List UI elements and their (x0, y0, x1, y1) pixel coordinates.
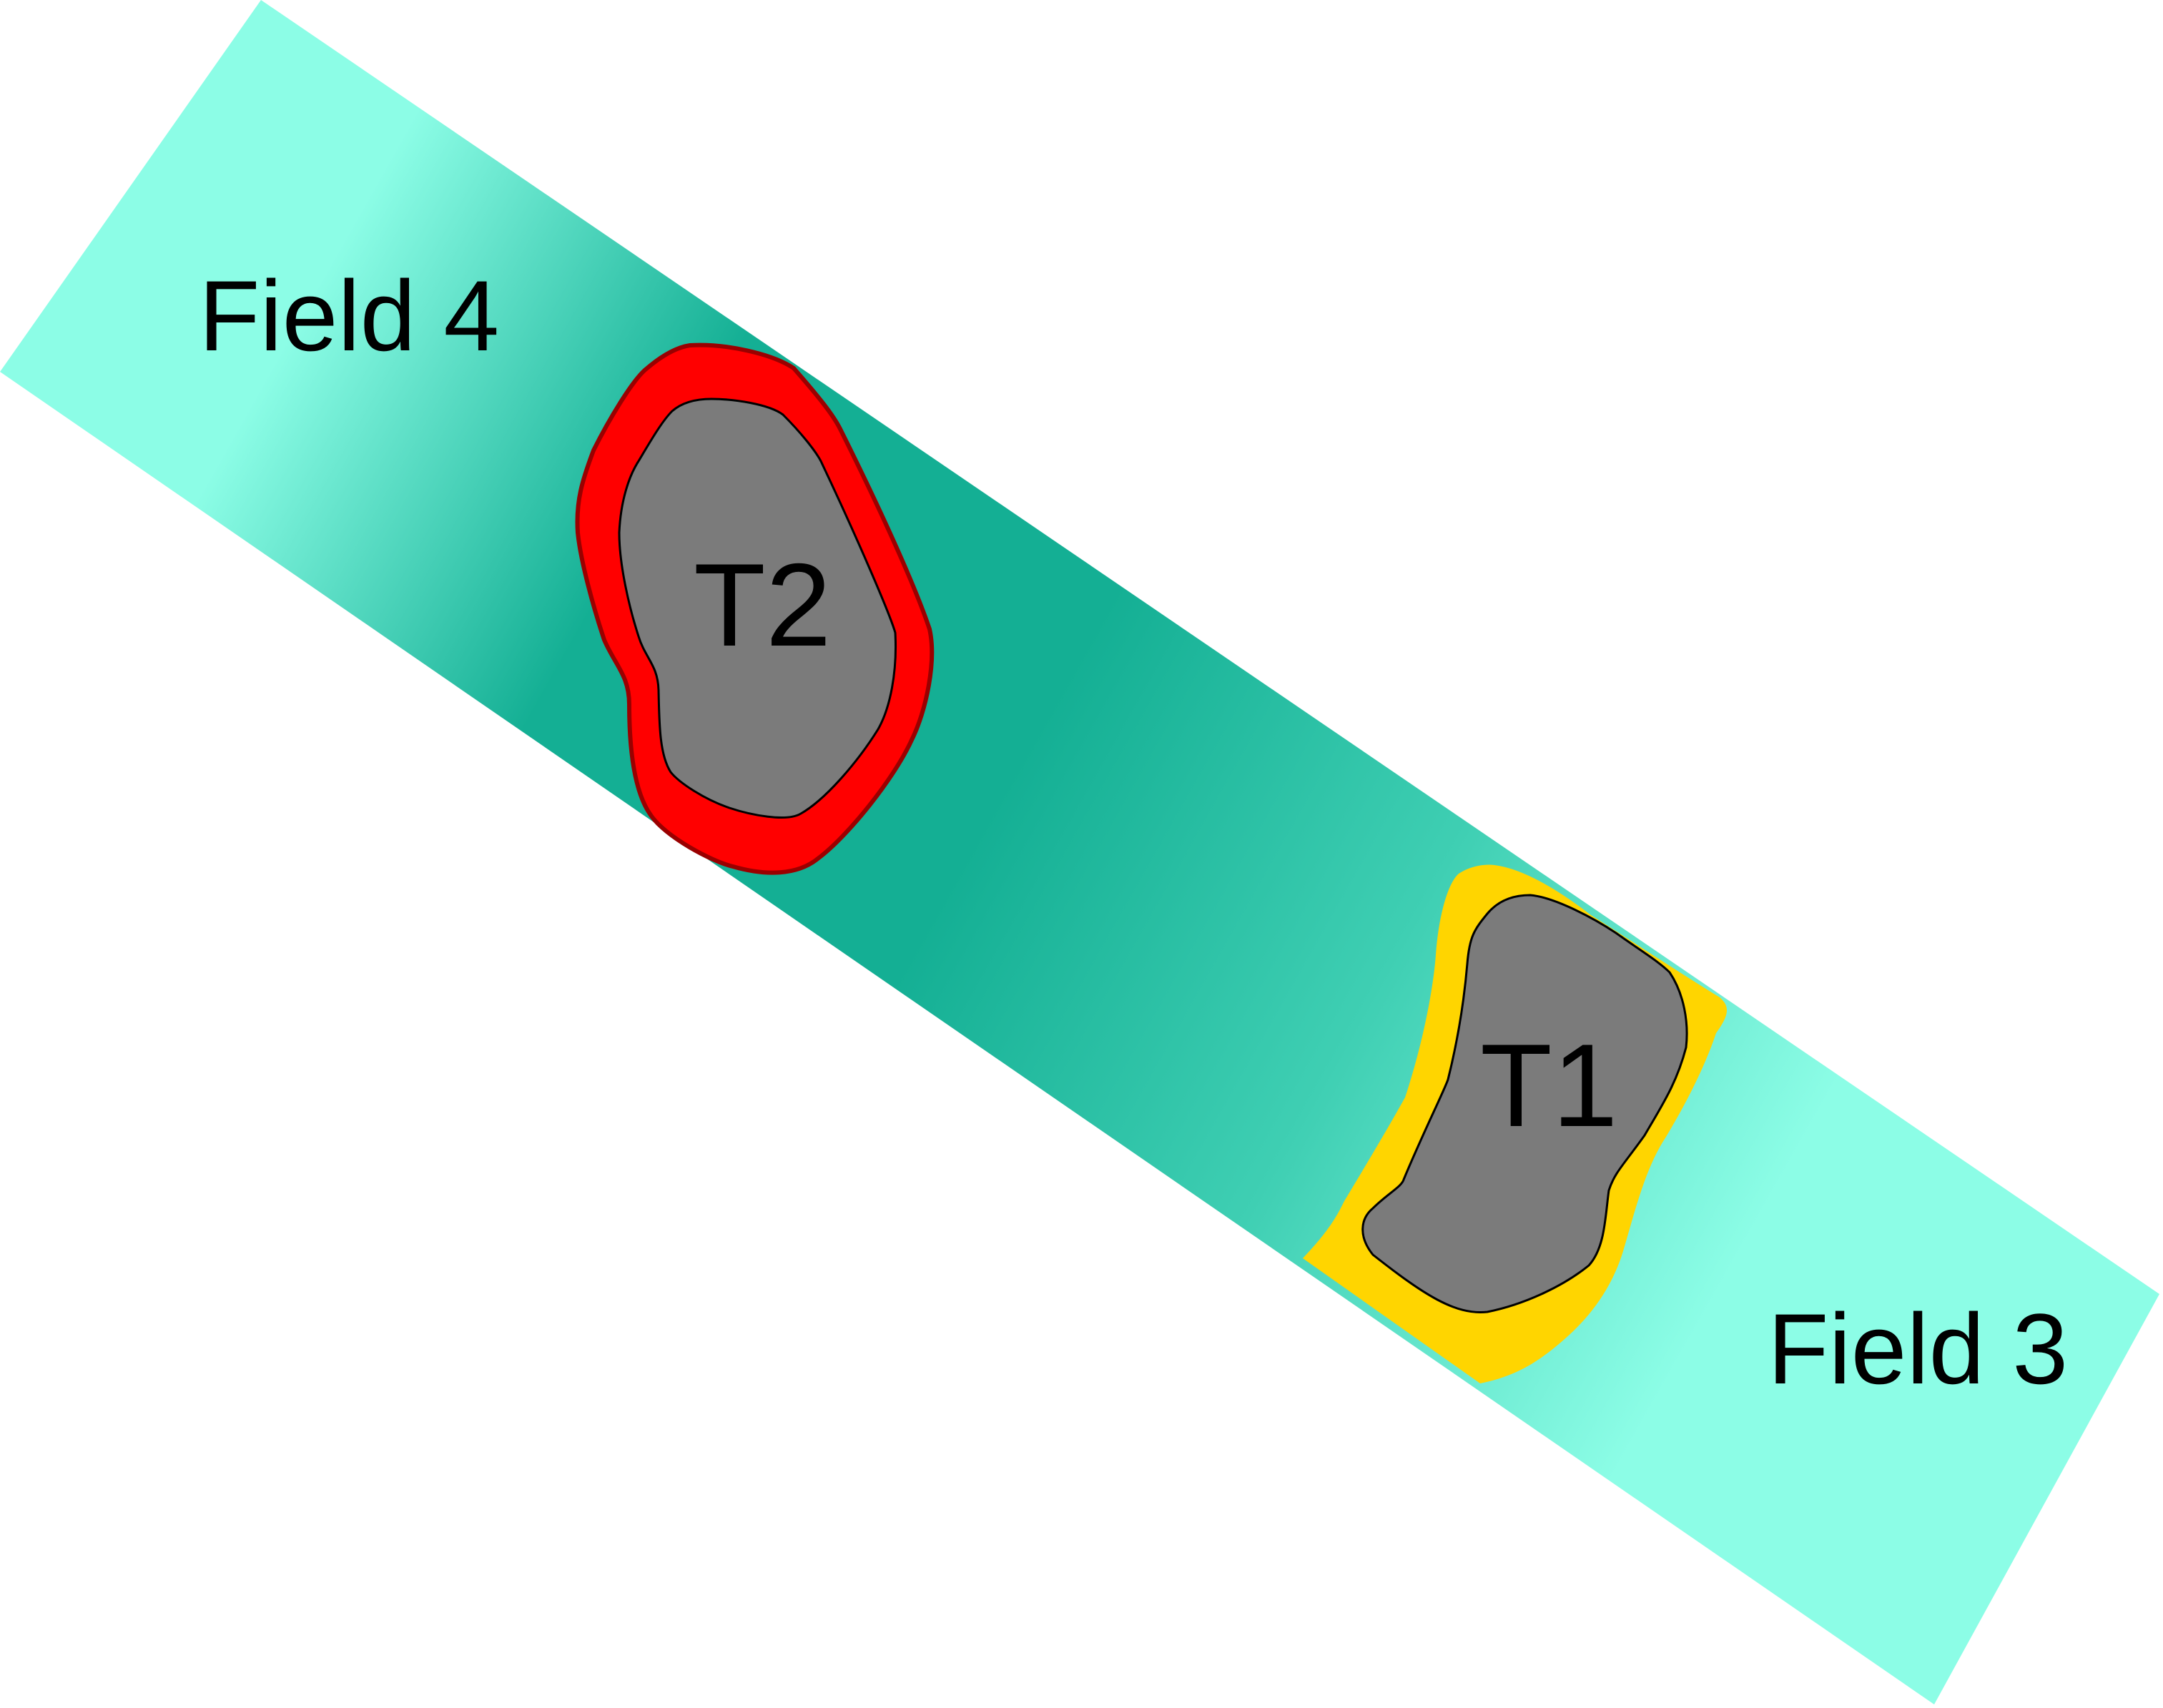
field-4-label: Field 4 (199, 260, 499, 372)
field-3-label: Field 3 (1768, 1293, 2068, 1405)
t1-label: T1 (1480, 1020, 1618, 1151)
t2-tumor (618, 398, 897, 819)
t1-tumor (1361, 894, 1688, 1314)
t2-label: T2 (694, 539, 832, 671)
target-t1 (1303, 864, 1728, 1383)
target-t2 (575, 342, 935, 875)
